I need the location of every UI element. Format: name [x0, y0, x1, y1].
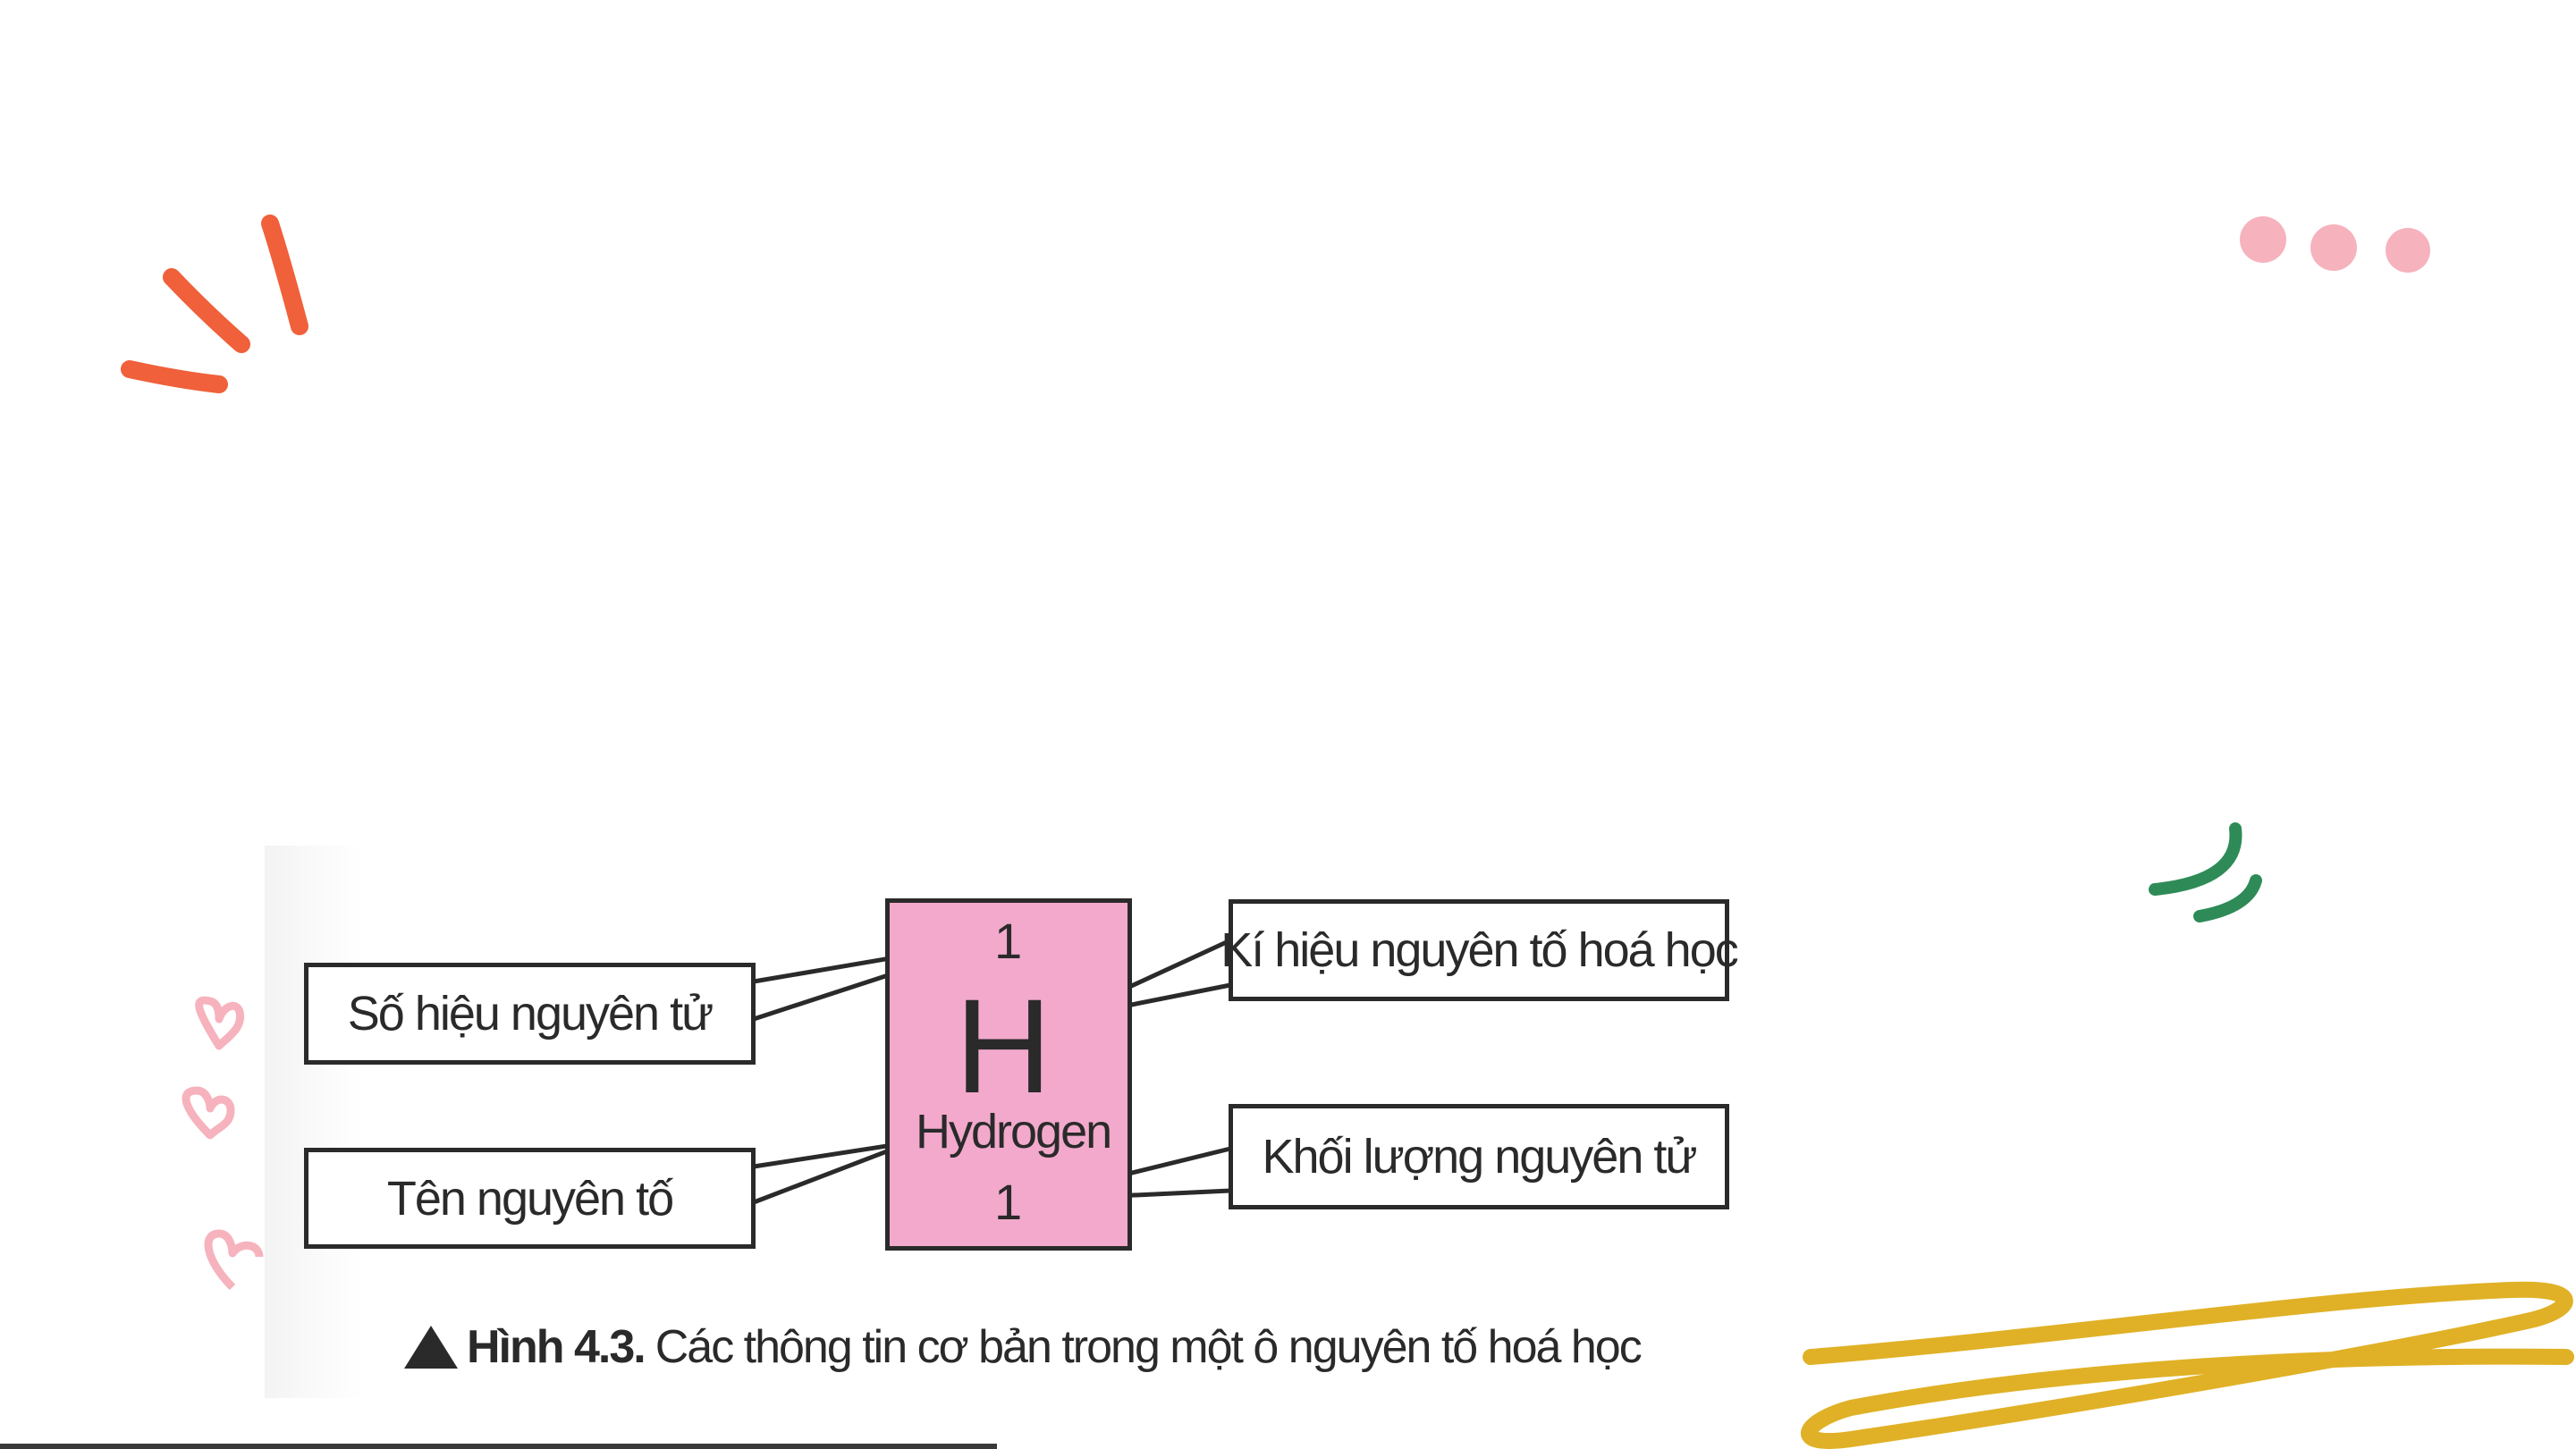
triangle-icon: [404, 1326, 458, 1369]
cell-symbol: H: [955, 979, 1052, 1113]
label-symbol: Kí hiệu nguyên tố hoá học: [1229, 899, 1729, 1001]
caption-prefix: Hình 4.3.: [467, 1320, 645, 1374]
yellow-scribble-icon: [1797, 1265, 2576, 1449]
label-atomic-mass: Khối lượng nguyên tử: [1229, 1104, 1729, 1209]
bottom-divider: [0, 1444, 997, 1449]
cell-atomic-mass: 1: [994, 1173, 1022, 1231]
label-element-name: Tên nguyên tố: [304, 1148, 756, 1249]
label-atomic-number: Số hiệu nguyên tử: [304, 963, 756, 1065]
caption-text: Các thông tin cơ bản trong một ô nguyên …: [655, 1320, 1641, 1374]
cell-element-name: Hydrogen: [916, 1104, 1111, 1159]
cell-atomic-number: 1: [994, 912, 1022, 970]
figure-caption: Hình 4.3. Các thông tin cơ bản trong một…: [404, 1316, 1641, 1378]
